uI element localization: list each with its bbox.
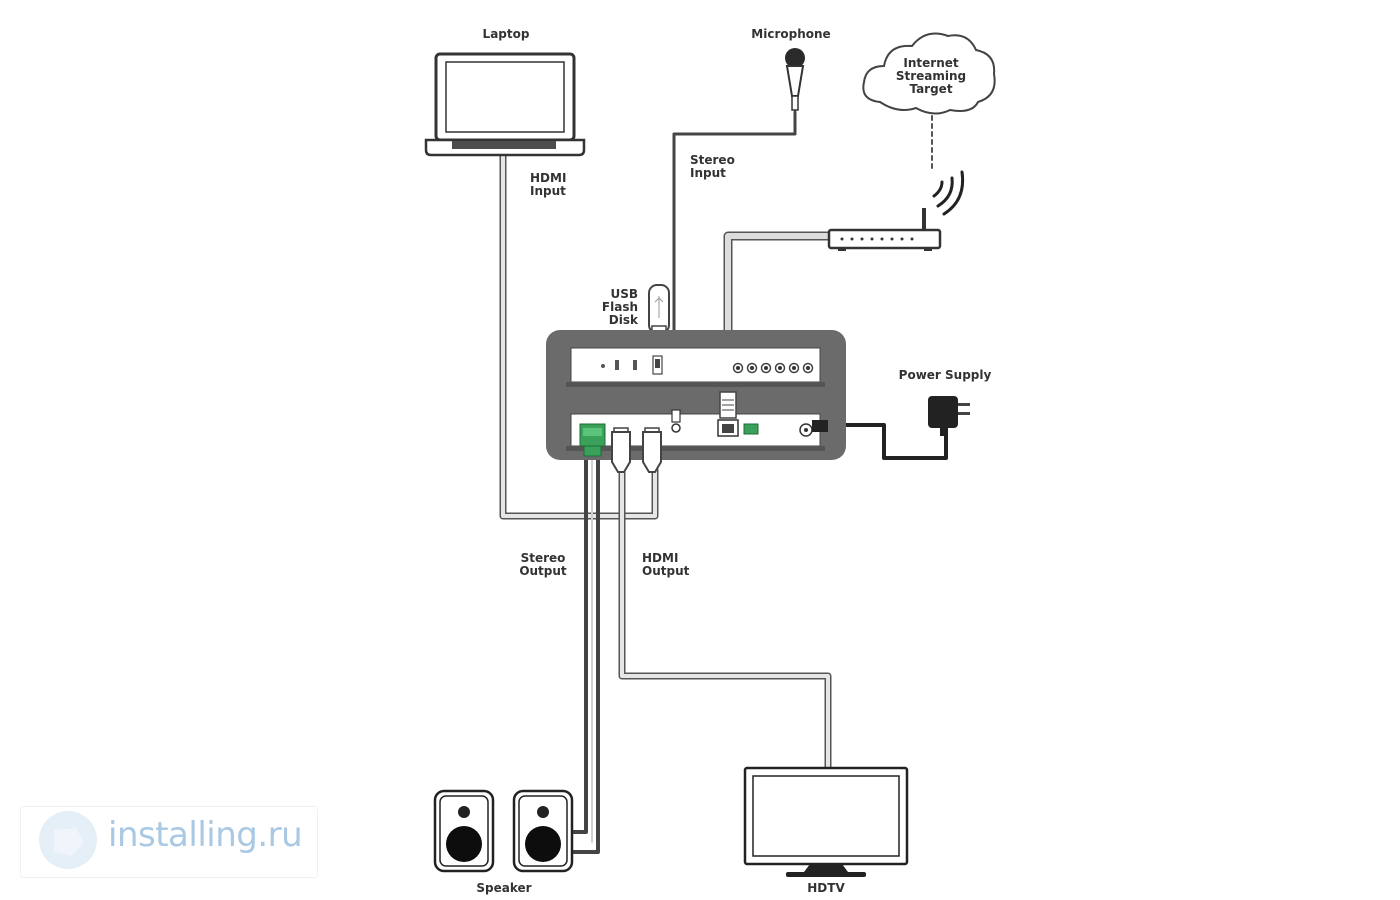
watermark-text: installing.ru <box>108 815 303 855</box>
stereo-output-cable <box>572 456 600 854</box>
hdtv-label: HDTV <box>807 881 845 895</box>
laptop-label: Laptop <box>482 27 530 41</box>
usb-flash-disk-label: USB Flash Disk <box>601 287 638 327</box>
hdmi-input-label: HDMI Input <box>530 171 567 198</box>
power-supply-label: Power Supply <box>898 368 992 382</box>
stereo-input-cable <box>672 110 797 418</box>
microphone-label: Microphone <box>751 27 831 41</box>
microphone-icon <box>785 48 805 111</box>
power-supply-icon <box>928 396 970 436</box>
wifi-signal-icon <box>932 170 965 216</box>
stereo-input-label: Stereo Input <box>690 153 735 180</box>
stereo-output-label: Stereo Output <box>519 551 567 578</box>
speaker-left-icon <box>433 789 495 873</box>
cables <box>499 110 948 854</box>
router-icon <box>827 208 942 251</box>
cloud-icon <box>862 32 996 115</box>
laptop-icon <box>424 52 586 157</box>
hdmi-input-cable <box>499 151 659 520</box>
speaker-label: Speaker <box>476 881 532 895</box>
device-rear-panel <box>570 413 821 447</box>
hdmi-output-cable <box>618 466 832 772</box>
speaker-right-icon <box>512 789 574 873</box>
usb-flash-disk-icon <box>648 284 670 337</box>
watermark-box <box>20 806 318 878</box>
streaming-device <box>546 330 846 473</box>
internet-streaming-target-label: Internet Streaming Target <box>895 56 967 96</box>
power-cable <box>818 423 948 460</box>
hdtv-icon <box>743 766 909 877</box>
hdmi-output-label: HDMI Output <box>642 551 690 578</box>
